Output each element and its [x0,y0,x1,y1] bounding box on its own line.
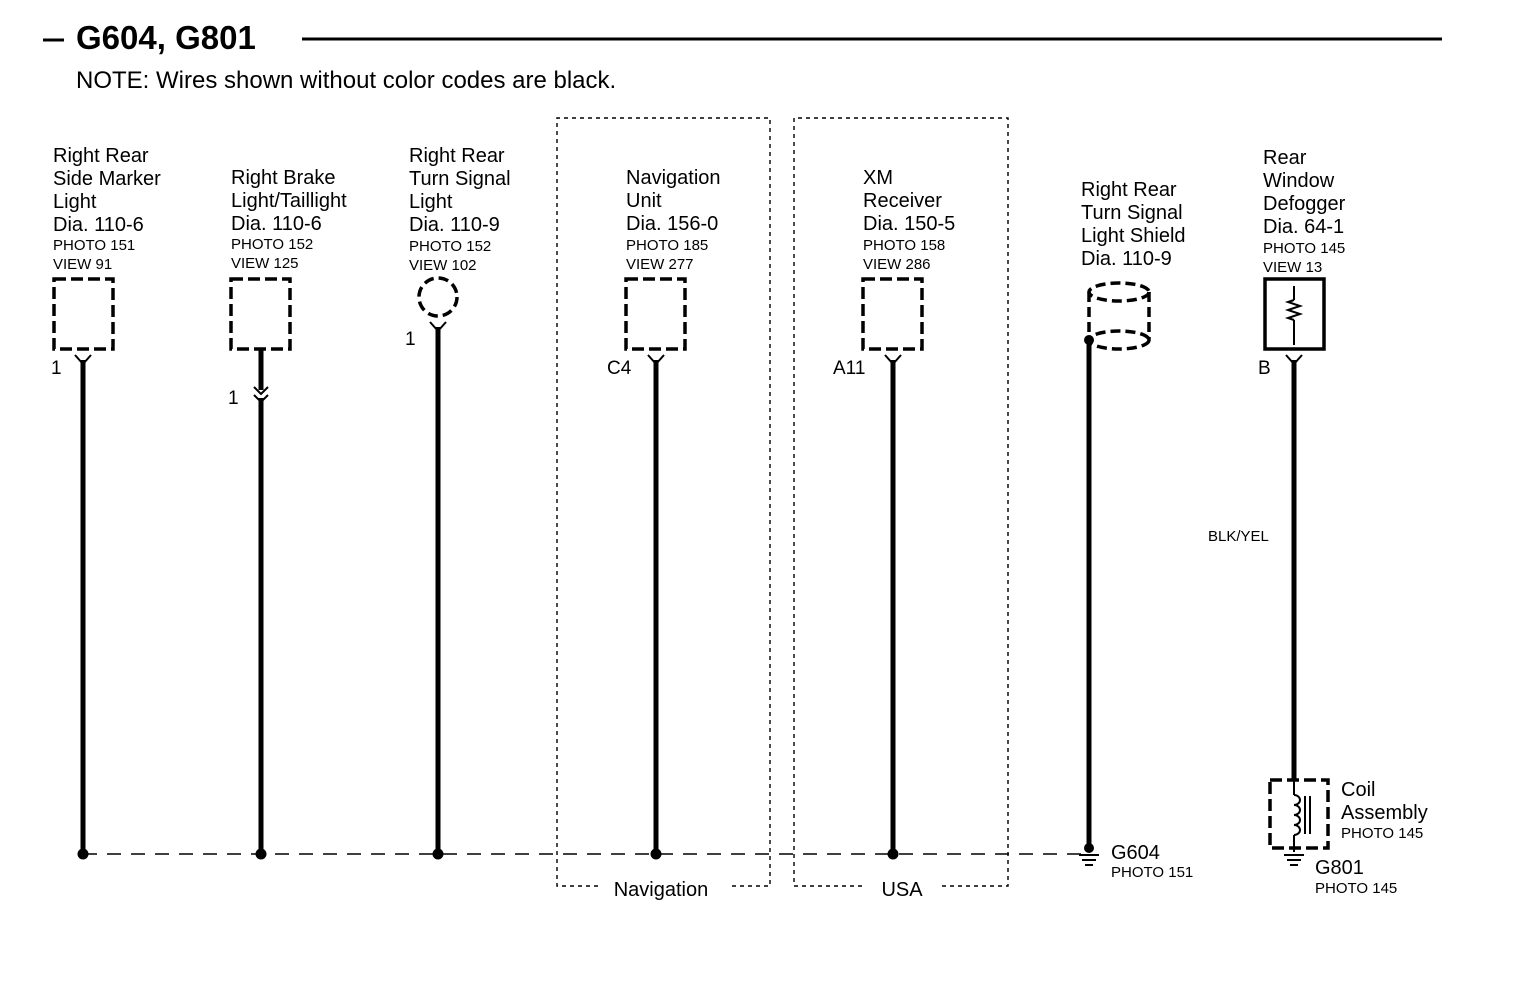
pin-label: 1 [51,358,62,379]
label-line: Light [409,191,453,213]
label-line: Receiver [863,190,942,212]
ground-symbol-icon [1284,854,1304,866]
label-line: Turn Signal [409,168,511,190]
label-line: Side Marker [53,168,161,190]
ground-name: G801 [1315,857,1364,879]
label-line: Dia. 110-6 [231,213,322,235]
view-ref: VIEW 91 [53,256,112,273]
svg-text:XM Receiver Dia. 1: XM Receiver Dia. 150-5 [863,167,955,235]
connector-box [52,277,115,351]
component-turn-signal-shield: Right Rear Turn Signal Light Shield Dia.… [1079,179,1193,881]
pin-label: 1 [228,388,239,409]
splice-dot [77,848,89,860]
page-title: G604, G801 [76,19,256,56]
ground-photo: PHOTO 145 [1315,880,1397,897]
pin-label: A11 [833,358,865,379]
wire-color-label: BLK/YEL [1208,528,1269,545]
label-line: Dia. 110-9 [1081,248,1172,270]
component-navigation-unit: Navigation Unit Dia. 156-0 PHOTO 185 VIE… [607,167,726,860]
bulb-connector-icon [417,276,459,318]
svg-text:Coil Assembly: Coil Assembly [1341,779,1428,824]
label-line: XM [863,167,893,189]
component-xm-receiver: XM Receiver Dia. 150-5 PHOTO 158 VIEW 28… [833,167,955,860]
label-line: Right Brake [231,167,336,189]
coil-photo: PHOTO 145 [1341,825,1423,842]
label-line: Dia. 156-0 [626,213,718,235]
heater-element-icon [1284,286,1304,345]
view-ref: VIEW 13 [1263,259,1322,276]
component-brake-light: Right Brake Light/Taillight Dia. 110-6 P… [228,167,352,860]
component-turn-signal-light: Right Rear Turn Signal Light Dia. 110-9 … [405,145,516,860]
ground-name: G604 [1111,842,1160,864]
connector-box [861,277,924,351]
connector-box [624,277,687,351]
label-line: Dia. 64-1 [1263,216,1344,238]
connector-box [229,277,292,351]
pin-label: B [1258,358,1271,379]
pin-label: 1 [405,329,416,350]
label-line: Right Rear [53,145,149,167]
label-line: Right Rear [409,145,505,167]
svg-text:Rear Window Defogg: Rear Window Defogger Dia. 64-1 [1263,147,1351,238]
label-line: Light Shield [1081,225,1186,247]
shield-icon [1087,281,1151,351]
pin-label: C4 [607,358,632,379]
ground-symbol-icon [1079,854,1099,866]
label-line: Right Rear [1081,179,1177,201]
view-ref: VIEW 125 [231,255,299,272]
svg-text:Right Rear Side Marker: Right Rear Side Marker Light Dia. 110-6 [53,145,166,236]
splice-dot [1084,843,1094,853]
coil-label-line: Assembly [1341,802,1428,824]
ground-photo: PHOTO 151 [1111,864,1193,881]
label-line: Dia. 110-6 [53,214,144,236]
svg-text:Right Brake Light/Taill: Right Brake Light/Taillight Dia. 110-6 [231,167,352,235]
view-ref: VIEW 286 [863,256,931,273]
inline-connector-icon [253,386,269,396]
region-navigation: Navigation [556,117,771,901]
component-rear-window-defogger: Rear Window Defogger Dia. 64-1 PHOTO 145… [1208,147,1428,897]
view-ref: VIEW 277 [626,256,694,273]
label-line: Navigation [626,167,721,189]
splice-dot [255,848,267,860]
view-ref: VIEW 102 [409,257,477,274]
region-label-navigation: Navigation [614,879,709,901]
region-label-usa: USA [881,879,923,901]
region-usa: USA [793,117,1009,901]
note-text: NOTE: Wires shown without color codes ar… [76,67,616,94]
photo-ref: PHOTO 145 [1263,240,1345,257]
photo-ref: PHOTO 185 [626,237,708,254]
svg-text:Right Rear Turn Signal: Right Rear Turn Signal Light Shield Dia.… [1081,179,1191,270]
splice-dot [887,848,899,860]
coil-icon [1293,780,1311,852]
photo-ref: PHOTO 158 [863,237,945,254]
label-line: Rear [1263,147,1307,169]
label-line: Unit [626,190,662,212]
splice-dot [650,848,662,860]
svg-text:Right Rear Turn Signal: Right Rear Turn Signal Light Dia. 110-9 [409,145,516,236]
label-line: Light/Taillight [231,190,347,212]
label-line: Light [53,191,97,213]
photo-ref: PHOTO 151 [53,237,135,254]
label-line: Dia. 110-9 [409,214,500,236]
svg-text:Navigation Unit Di: Navigation Unit Dia. 156-0 [626,167,726,235]
photo-ref: PHOTO 152 [409,238,491,255]
photo-ref: PHOTO 152 [231,236,313,253]
splice-dot [432,848,444,860]
label-line: Defogger [1263,193,1346,215]
label-line: Dia. 150-5 [863,213,955,235]
coil-label-line: Coil [1341,779,1375,801]
label-line: Turn Signal [1081,202,1183,224]
component-side-marker-light: Right Rear Side Marker Light Dia. 110-6 … [51,145,166,860]
label-line: Window [1263,170,1335,192]
